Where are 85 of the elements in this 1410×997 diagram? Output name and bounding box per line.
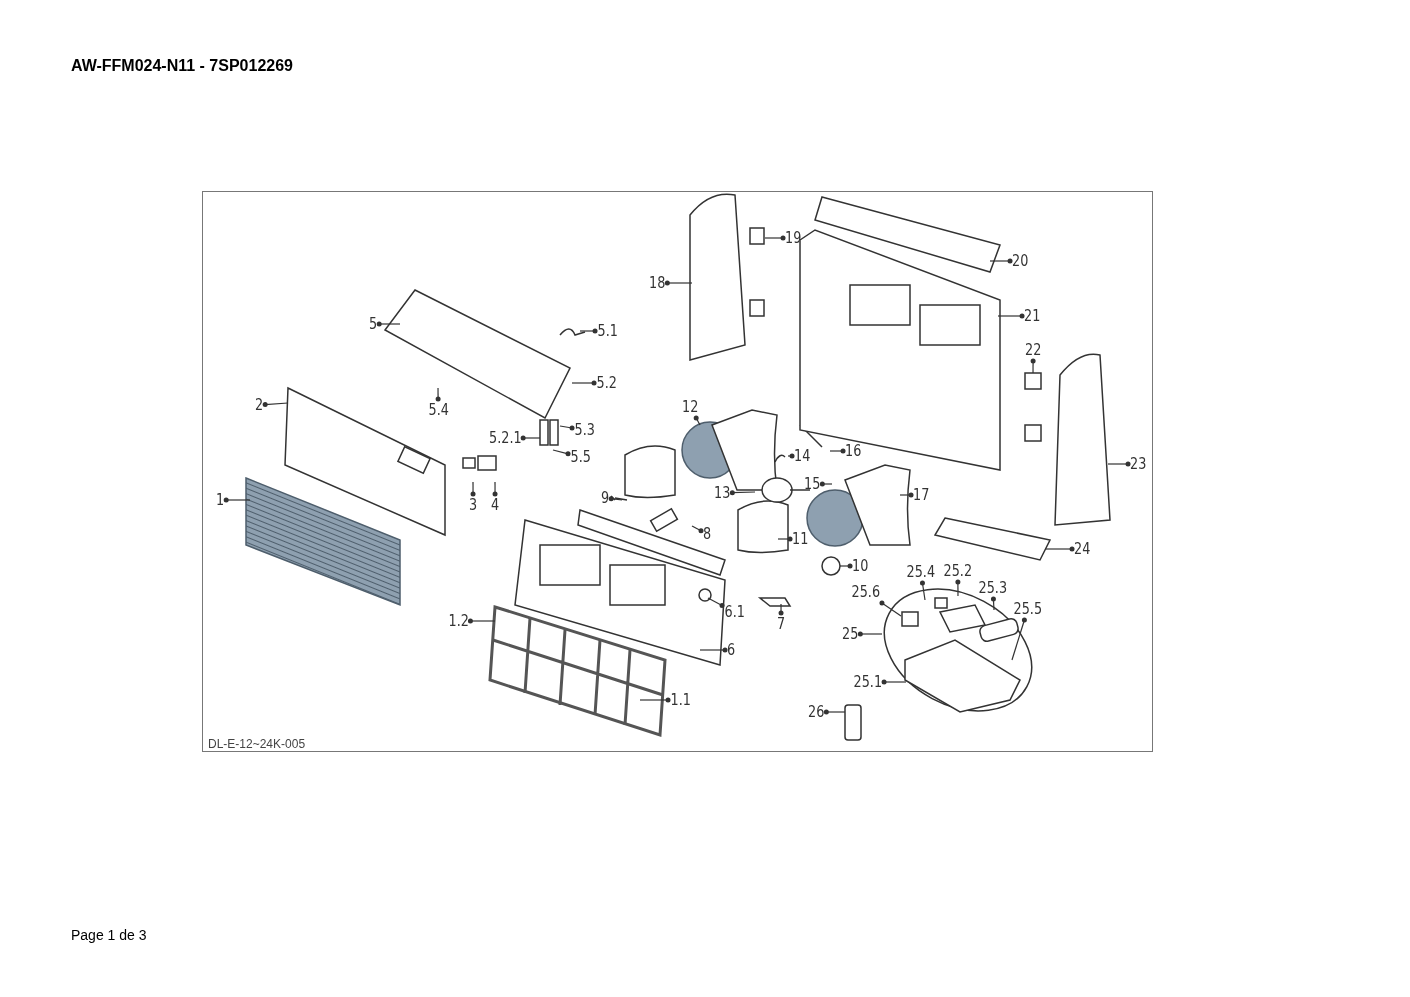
- leader-line: [470, 481, 476, 497]
- callout-number: 15: [804, 475, 821, 493]
- leader-line: [639, 697, 671, 703]
- leader-line: [729, 490, 756, 496]
- callout-number: 18: [649, 274, 666, 292]
- callout-number: 23: [1130, 455, 1147, 473]
- callout-number: 6: [727, 641, 736, 659]
- callout-number: 22: [1025, 341, 1042, 359]
- leader-line: [699, 647, 728, 653]
- diagram-title: AW-FFM024-N11 - 7SP012269: [71, 57, 293, 75]
- callout-number: 3: [469, 496, 478, 514]
- callout-number: 25.5: [1013, 600, 1043, 618]
- leader-line: [467, 618, 496, 624]
- leader-line: [990, 596, 996, 611]
- leader-line: [881, 679, 907, 685]
- drawing-number: DL-E-12~24K-005: [208, 737, 306, 751]
- leader-line: [777, 536, 793, 542]
- leader-line: [693, 415, 701, 426]
- callout-number: 5.5: [570, 448, 591, 466]
- leader-line: [691, 525, 704, 534]
- leader-line: [819, 481, 833, 487]
- callout-number: 25.3: [978, 579, 1008, 597]
- leader-line: [764, 235, 786, 241]
- leader-line: [435, 387, 441, 402]
- callout-number: 17: [913, 486, 930, 504]
- callout-number: 1.1: [670, 691, 691, 709]
- leader-line: [376, 321, 401, 327]
- callout-number: 5.1: [597, 322, 618, 340]
- callout-number: 12: [682, 398, 699, 416]
- leader-line: [520, 435, 541, 441]
- callout-number: 11: [792, 530, 809, 548]
- leader-line: [262, 402, 289, 408]
- leader-line: [997, 313, 1025, 319]
- callout-number: 24: [1074, 540, 1091, 558]
- leader-line: [899, 492, 914, 498]
- leader-line: [579, 328, 598, 334]
- callout-number: 16: [845, 442, 862, 460]
- leader-line: [664, 280, 693, 286]
- callout-number: 25.1: [853, 673, 883, 691]
- callout-number: 8: [703, 525, 712, 543]
- callout-number: 25: [842, 625, 859, 643]
- leader-line: [1044, 546, 1075, 552]
- leader-line: [989, 258, 1013, 264]
- callout-number: 25.6: [851, 583, 881, 601]
- callout-number: 2: [255, 396, 264, 414]
- leader-line: [707, 597, 725, 608]
- callout-number: 7: [777, 615, 786, 633]
- leader-line: [857, 631, 883, 637]
- callout-number: 25.4: [906, 563, 936, 581]
- callout-number: 9: [601, 489, 610, 507]
- callout-number: 6.1: [724, 603, 745, 621]
- page-number: Page 1 de 3: [71, 927, 147, 943]
- callout-number: 10: [852, 557, 869, 575]
- leader-line: [559, 425, 575, 431]
- leader-line: [839, 563, 853, 569]
- leader-line: [778, 603, 784, 616]
- leader-line: [223, 497, 251, 503]
- leader-line: [919, 580, 926, 601]
- leader-line: [492, 481, 498, 497]
- leader-line: [608, 496, 623, 502]
- callout-number: 20: [1012, 252, 1029, 270]
- leader-line: [552, 449, 571, 457]
- callout-number: 1.2: [448, 612, 469, 630]
- callout-number: 13: [714, 484, 731, 502]
- callout-number: 25.2: [943, 562, 973, 580]
- callout-number: 5.3: [574, 421, 595, 439]
- callout-number: 14: [794, 447, 811, 465]
- callout-number: 21: [1024, 307, 1041, 325]
- callout-number: 26: [808, 703, 825, 721]
- callout-number: 5.2: [596, 374, 617, 392]
- leader-line: [879, 600, 902, 617]
- leader-line: [1107, 461, 1131, 467]
- callout-number: 19: [785, 229, 802, 247]
- leader-line: [829, 448, 846, 454]
- callout-number: 5: [369, 315, 378, 333]
- leader-line: [1030, 358, 1036, 374]
- callout-number: 5.4: [428, 401, 449, 419]
- leader-line: [787, 453, 795, 459]
- callout-number: 5.2.1: [488, 429, 522, 447]
- leader-line: [571, 380, 597, 386]
- callout-number: 1: [216, 491, 225, 509]
- callout-number: 4: [491, 496, 500, 514]
- leader-line: [823, 709, 846, 715]
- leader-line: [955, 579, 961, 597]
- leader-line: [1011, 617, 1027, 661]
